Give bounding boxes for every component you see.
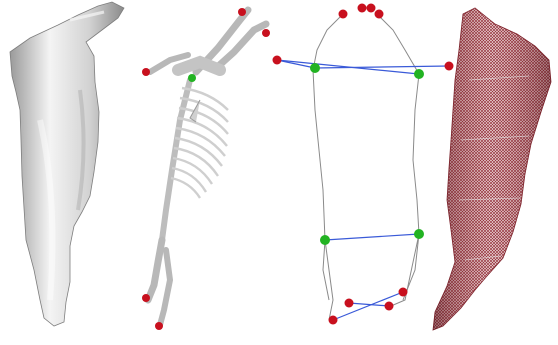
- point-cloud-render: [425, 0, 558, 345]
- node-red-2: [358, 4, 367, 13]
- node-red-9: [399, 288, 408, 297]
- landmark-red-4: [142, 294, 150, 302]
- link-line-1: [277, 60, 315, 68]
- node-red-10: [329, 316, 338, 325]
- node-red-4: [375, 10, 384, 19]
- link-line-4: [325, 234, 419, 240]
- surface-mesh-panel: [0, 0, 135, 345]
- node-green-3: [320, 235, 330, 245]
- point-cloud-panel: [425, 0, 558, 345]
- node-red-7: [345, 299, 354, 308]
- node-red-5: [273, 56, 282, 65]
- contour-right: [377, 14, 419, 300]
- landmark-red-1: [238, 8, 246, 16]
- contour-left: [313, 14, 343, 300]
- skeleton-render: [130, 0, 280, 345]
- node-green-2: [414, 69, 424, 79]
- node-green-1: [310, 63, 320, 73]
- landmark-green-1: [188, 74, 196, 82]
- landmark-red-5: [155, 322, 163, 330]
- skeleton-panel: [130, 0, 280, 345]
- node-green-4: [414, 229, 424, 239]
- landmark-red-3: [142, 68, 150, 76]
- node-red-8: [385, 302, 394, 311]
- surface-mesh-render: [0, 0, 135, 345]
- node-red-1: [339, 10, 348, 19]
- carcass-mesh-shape: [10, 2, 124, 326]
- node-red-3: [367, 4, 376, 13]
